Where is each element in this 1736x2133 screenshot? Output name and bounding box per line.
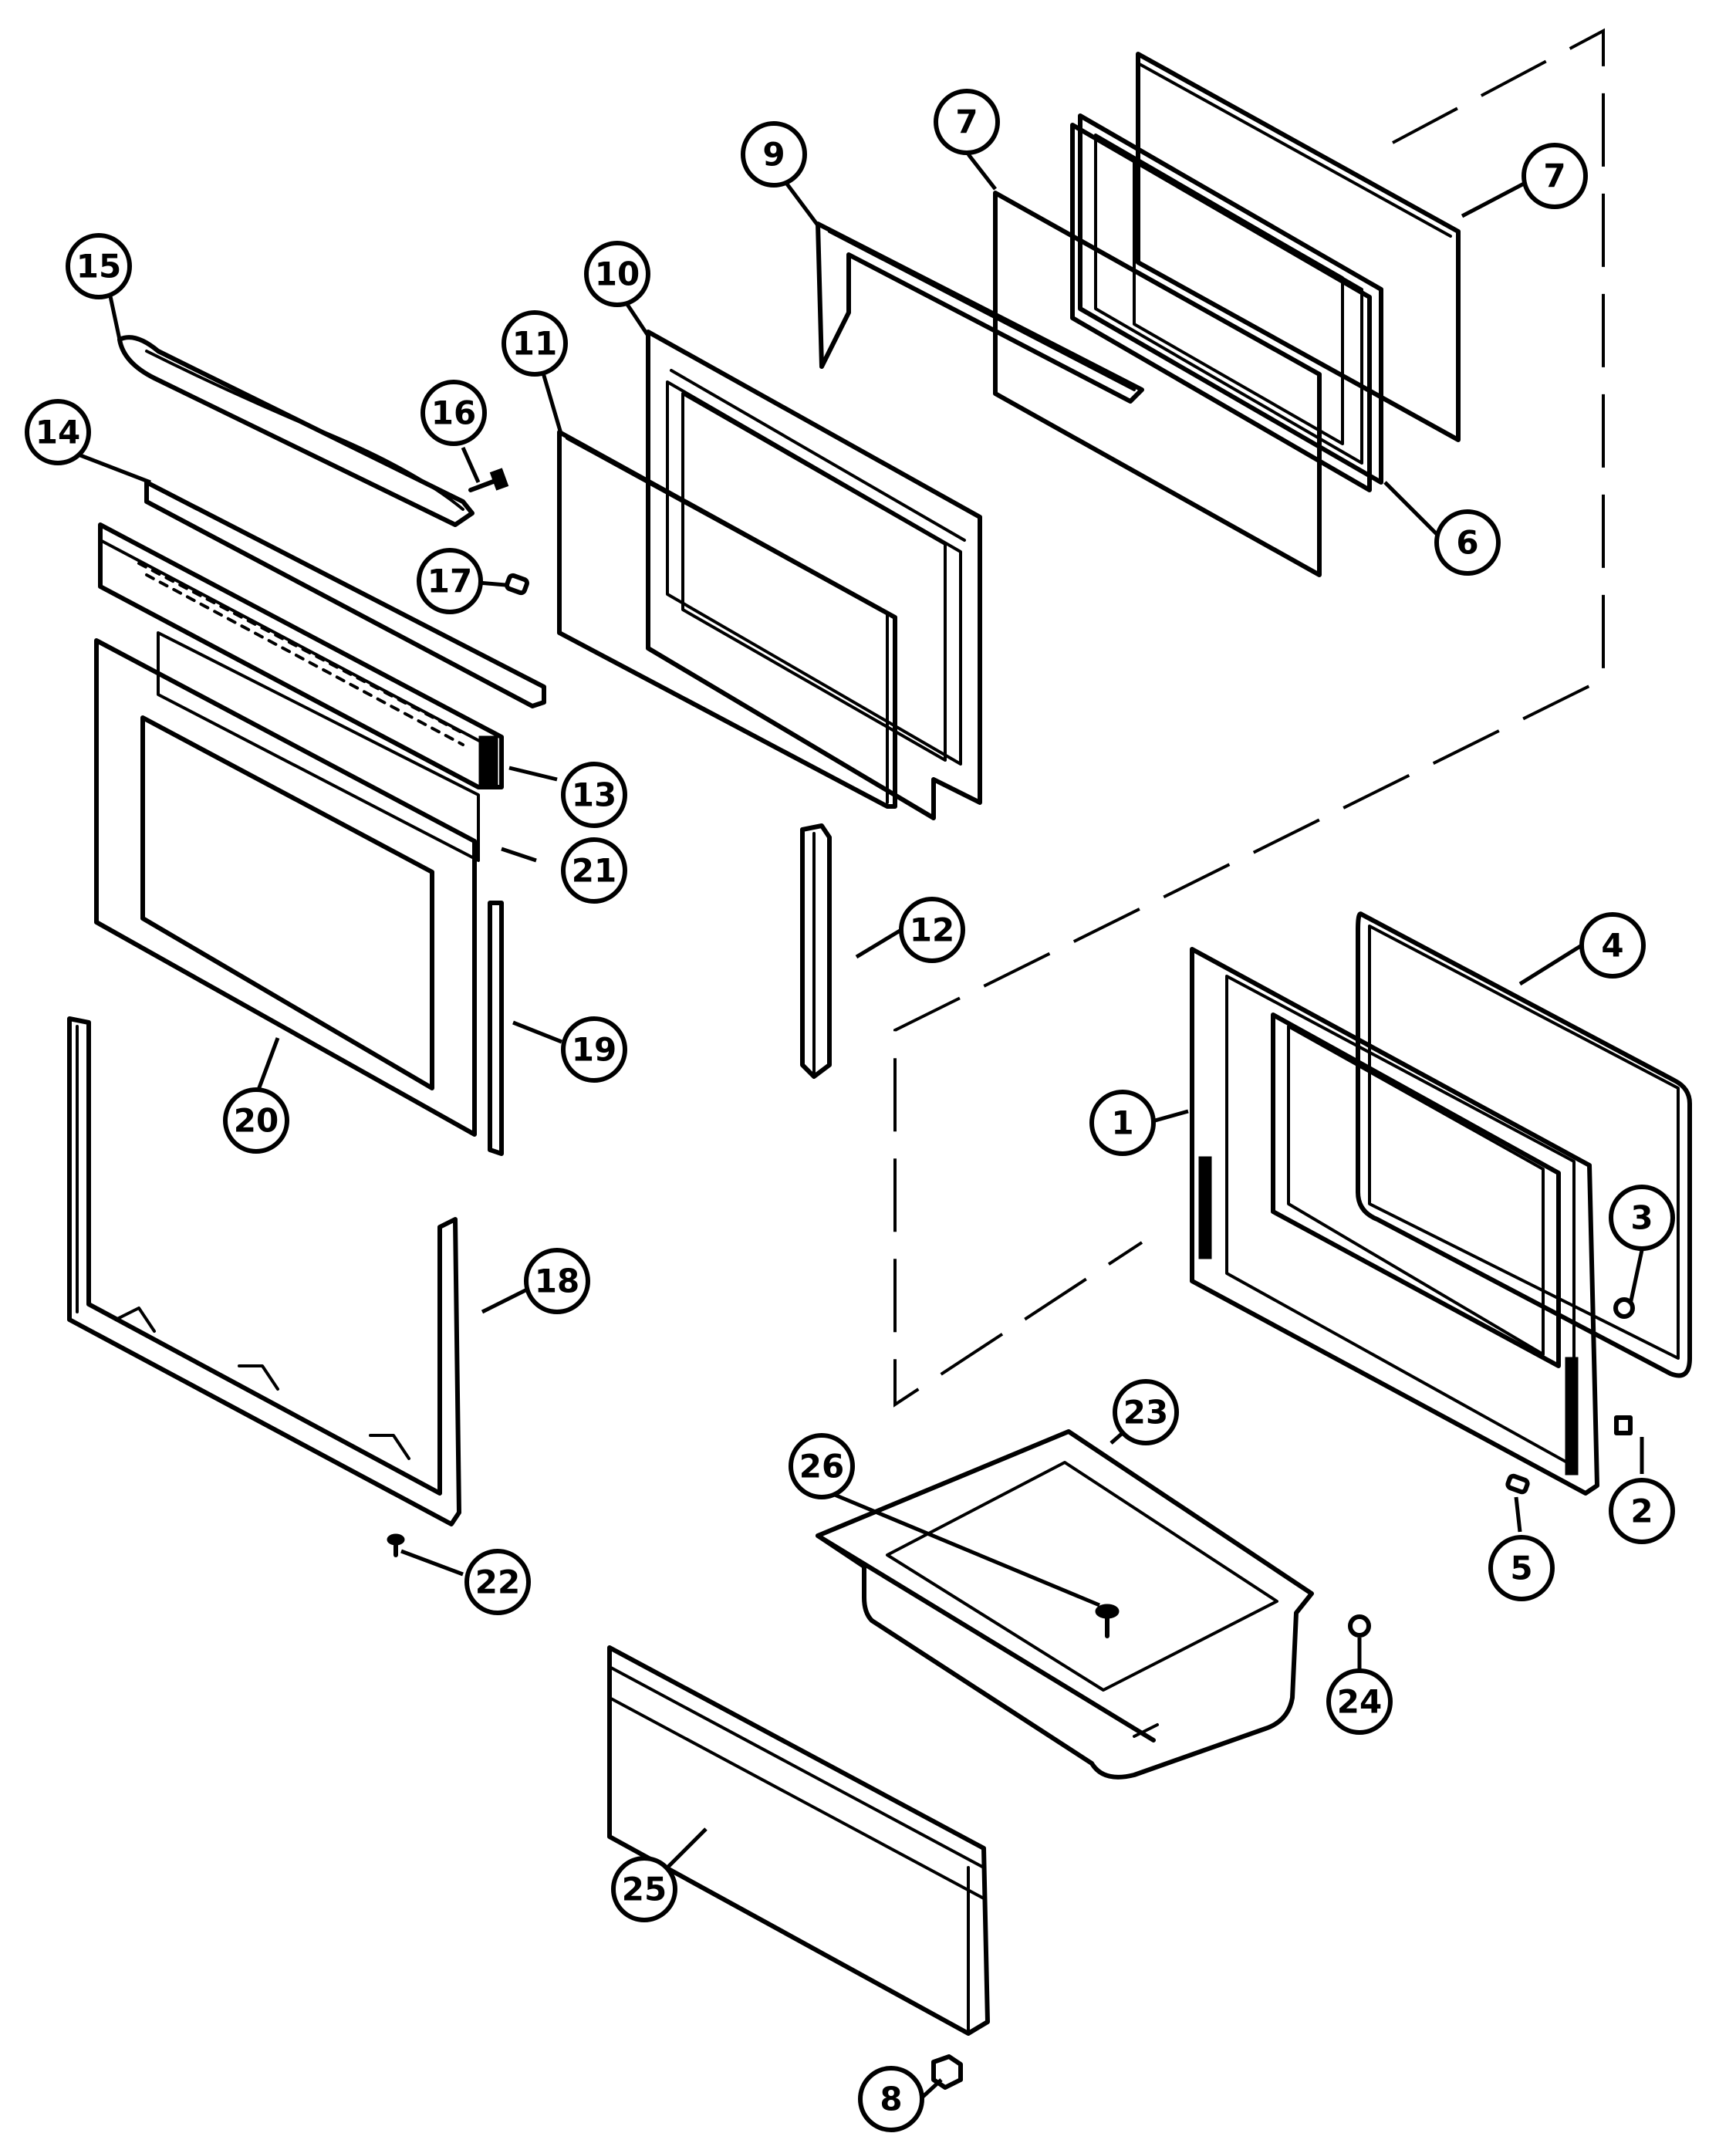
callout-1-label: 1: [1111, 1104, 1133, 1142]
part-8-foot: [931, 2054, 963, 2090]
alignment-dashes: [893, 28, 1605, 1408]
callout-7a-label: 7: [955, 103, 978, 141]
callout-19-label: 19: [572, 1031, 616, 1069]
callout-11: 11: [502, 310, 568, 377]
callout-3: 3: [1609, 1185, 1675, 1251]
callout-9: 9: [741, 121, 807, 188]
callout-26-label: 26: [799, 1448, 844, 1486]
callout-5-label: 5: [1510, 1550, 1532, 1587]
callout-7-rear: 7: [1522, 143, 1588, 209]
part-23-drawer-pan: [816, 1429, 1314, 1780]
callout-2: 2: [1609, 1478, 1675, 1544]
part-2-clip: [1614, 1415, 1633, 1435]
part-7-inner-glass: [993, 191, 1322, 577]
callout-16-label: 16: [431, 394, 476, 432]
part-7-rear-glass: [1136, 52, 1461, 442]
callout-23: 23: [1113, 1379, 1179, 1445]
callout-12: 12: [899, 897, 965, 963]
callout-24-label: 24: [1337, 1683, 1382, 1721]
callout-14-label: 14: [35, 414, 80, 451]
callout-19: 19: [561, 1016, 627, 1083]
callout-3-label: 3: [1630, 1199, 1653, 1237]
part-4-gasket: [1356, 911, 1692, 1378]
callout-18-label: 18: [535, 1263, 579, 1300]
callout-25-label: 25: [622, 1871, 667, 1908]
part-1-door-liner: [1190, 947, 1599, 1496]
callout-9-label: 9: [762, 136, 785, 174]
callout-2-label: 2: [1630, 1492, 1653, 1530]
callout-21-label: 21: [572, 852, 616, 890]
part-10-inner-door-panel: [646, 330, 982, 820]
callout-6: 6: [1434, 509, 1501, 576]
part-21-strip: [157, 631, 480, 862]
part-9-bracket: [816, 221, 1144, 404]
callout-26: 26: [789, 1433, 855, 1499]
part-15-handle: [117, 335, 475, 527]
callout-10: 10: [584, 241, 650, 307]
callout-7-inner: 7: [934, 89, 1000, 155]
part-24-nut: [1348, 1614, 1371, 1638]
callout-22-label: 22: [475, 1563, 520, 1601]
part-17-plug: [505, 573, 529, 596]
part-5-plug: [1505, 1473, 1530, 1495]
callout-20: 20: [223, 1087, 289, 1154]
callout-22: 22: [464, 1549, 531, 1615]
callout-18: 18: [524, 1248, 590, 1314]
callout-15-label: 15: [76, 248, 121, 286]
callout-24: 24: [1326, 1668, 1393, 1735]
part-20-outer-door: [94, 638, 477, 1137]
callout-10-label: 10: [595, 255, 640, 293]
callout-12-label: 12: [910, 911, 954, 949]
callout-14: 14: [25, 399, 91, 465]
part-11-door-glass: [557, 430, 897, 809]
callout-11-label: 11: [512, 325, 557, 363]
callout-21: 21: [561, 837, 627, 904]
callout-16: 16: [420, 380, 487, 446]
callout-15: 15: [66, 233, 132, 299]
part-13-vent-panel: [98, 522, 504, 789]
callout-20-label: 20: [234, 1102, 279, 1140]
part-19-side-strip: [488, 901, 504, 1156]
callout-13-label: 13: [572, 776, 616, 814]
callout-17: 17: [417, 548, 483, 614]
part-14-trim-strip: [144, 480, 546, 708]
part-18-door-frame: [67, 1016, 461, 1526]
part-22-screw: [387, 1533, 405, 1557]
callout-13: 13: [561, 762, 627, 828]
part-12-hinge-channel: [800, 823, 832, 1079]
callout-1: 1: [1089, 1090, 1156, 1156]
callout-4-label: 4: [1601, 927, 1623, 965]
callout-25: 25: [611, 1856, 677, 1922]
callout-4: 4: [1579, 912, 1646, 979]
leader-lines: [49, 153, 1644, 2099]
callout-17-label: 17: [427, 563, 472, 600]
callout-8-label: 8: [880, 2081, 902, 2118]
part-25-drawer-front: [607, 1645, 990, 2036]
part-6-glass-frame: [1070, 113, 1383, 492]
callout-8: 8: [858, 2066, 924, 2132]
part-3-bumper: [1613, 1297, 1635, 1319]
callout-5: 5: [1488, 1535, 1555, 1601]
part-16-screw: [468, 468, 509, 492]
part-26-screw: [1095, 1604, 1120, 1638]
callout-23-label: 23: [1123, 1394, 1168, 1432]
callout-6-label: 6: [1456, 524, 1478, 562]
callout-7b-label: 7: [1543, 157, 1565, 195]
